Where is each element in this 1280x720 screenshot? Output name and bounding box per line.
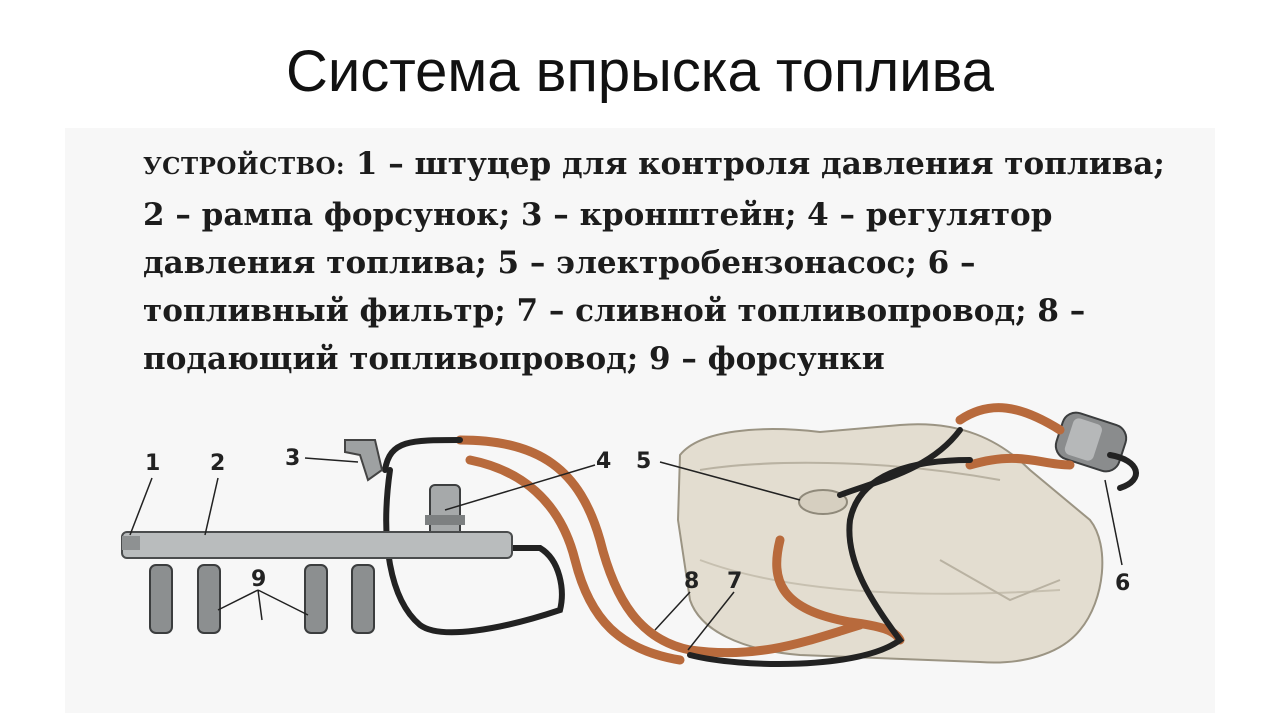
fuel-filter — [1054, 411, 1128, 473]
fuel-tank — [676, 423, 1104, 664]
legend-text: 1 – штуцер для контроля давления топлива… — [143, 146, 1165, 377]
callout-5: 5 — [636, 449, 651, 474]
callout-8: 8 — [684, 569, 699, 594]
callout-7: 7 — [727, 569, 742, 594]
injector-rail — [121, 531, 513, 559]
callout-lines — [129, 457, 1123, 651]
callout-4: 4 — [596, 449, 611, 474]
bracket — [344, 439, 384, 482]
pressure-regulator — [425, 484, 465, 546]
fuel-injectors — [149, 564, 375, 634]
legend-caption: УСТРОЙСТВО: 1 – штуцер для контроля давл… — [143, 140, 1183, 383]
legend-heading: УСТРОЙСТВО: — [143, 153, 346, 180]
callout-3: 3 — [285, 446, 300, 471]
slide-title: Система впрыска топлива — [285, 39, 995, 104]
callout-6: 6 — [1115, 571, 1130, 596]
callout-2: 2 — [210, 451, 225, 476]
callout-9: 9 — [251, 567, 266, 592]
callout-1: 1 — [145, 451, 160, 476]
